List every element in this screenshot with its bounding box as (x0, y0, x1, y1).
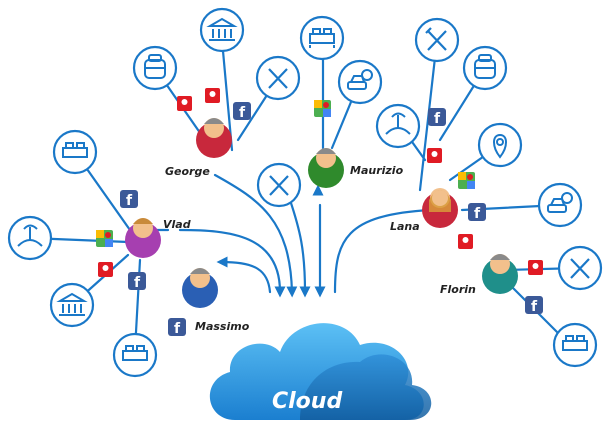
cloud-shape: Cloud (209, 323, 432, 420)
restaurant-icon (256, 162, 302, 208)
museum-icon (49, 282, 95, 328)
facebook-icon: f (525, 296, 543, 315)
map-pin-icon (458, 234, 473, 249)
connector-lines (28, 38, 582, 352)
map-pin-icon (205, 88, 220, 103)
facebook-icon: f (120, 190, 138, 209)
map-pin-badges (98, 88, 543, 277)
map-pin-icon (528, 260, 543, 275)
restaurant-icon (414, 17, 460, 63)
facebook-icon: f (168, 318, 186, 337)
restaurant-icon (255, 55, 301, 101)
car-clock-icon (537, 182, 583, 228)
svg-text:f: f (531, 299, 538, 315)
bed-icon (552, 322, 598, 368)
car-clock-icon (337, 59, 383, 105)
svg-text:f: f (474, 206, 481, 222)
facebook-icon: f (128, 272, 146, 291)
user-name-maurizio: Maurizio (350, 164, 404, 177)
bed-icon (52, 129, 98, 175)
map-pin-icon (177, 96, 192, 111)
bed-icon (299, 15, 345, 61)
facebook-icon: f (468, 203, 486, 222)
google-maps-icon (96, 230, 113, 247)
beach-icon (7, 215, 53, 261)
svg-text:f: f (126, 193, 133, 209)
beach-icon (375, 103, 421, 149)
backpack-icon (462, 45, 508, 91)
user-massimo: Massimo (182, 268, 250, 333)
user-name-florin: Florin (440, 283, 476, 296)
museum-icon (199, 7, 245, 53)
facebook-badges: f f f f f f f (120, 102, 543, 337)
restaurant-icon (557, 245, 603, 291)
bed-icon (112, 332, 158, 378)
facebook-icon: f (233, 102, 251, 121)
user-name-vlad: Vlad (163, 218, 191, 231)
user-lana: Lana (390, 188, 458, 233)
svg-text:f: f (134, 275, 141, 291)
user-name-lana: Lana (390, 220, 420, 233)
user-name-massimo: Massimo (195, 320, 250, 333)
map-pin-icon (98, 262, 113, 277)
facebook-icon: f (428, 108, 446, 127)
user-vlad: Vlad (125, 218, 191, 258)
google-maps-icon (314, 100, 331, 117)
svg-text:f: f (174, 321, 181, 337)
backpack-icon (132, 45, 178, 91)
user-florin: Florin (440, 254, 518, 296)
svg-text:f: f (239, 105, 246, 121)
cloud-label: Cloud (272, 389, 342, 414)
svg-text:f: f (434, 111, 441, 127)
user-george: George (165, 118, 232, 178)
map-pin-icon (427, 148, 442, 163)
location-pin-icon (477, 122, 523, 168)
google-maps-icon (458, 172, 475, 189)
user-maurizio: Maurizio (308, 148, 404, 188)
google-maps-badges (96, 100, 475, 247)
user-name-george: George (165, 165, 210, 178)
